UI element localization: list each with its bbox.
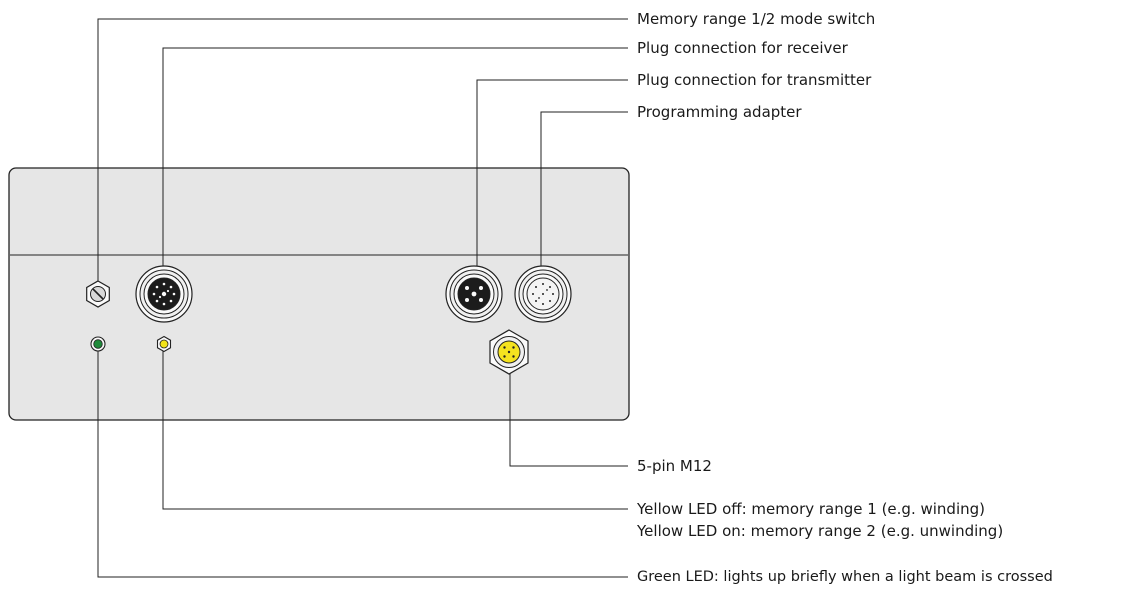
leader-line-mode-switch: [97, 18, 628, 282]
leader-line-m12: [509, 365, 628, 467]
m12-connector: [489, 329, 529, 375]
label-mode-switch: Memory range 1/2 mode switch: [637, 10, 876, 28]
yellow-led: [156, 335, 172, 353]
label-programming-adapter: Programming adapter: [637, 103, 802, 121]
leader-line-programming-adapter: [540, 111, 628, 282]
leader-line-plug-receiver: [162, 47, 628, 282]
label-m12: 5-pin M12: [637, 457, 712, 475]
label-green-led: Green LED: lights up briefly when a ligh…: [637, 569, 1053, 585]
leader-line-yellow-led: [162, 347, 628, 510]
label-plug-transmitter: Plug connection for transmitter: [637, 71, 872, 89]
programming-adapter-connector: [514, 265, 572, 323]
transmitter-plug-connector: [445, 265, 503, 323]
green-led: [90, 336, 106, 352]
leader-lines: [97, 18, 628, 578]
mode-switch: [86, 280, 110, 308]
label-yellow-led-off: Yellow LED off: memory range 1 (e.g. win…: [637, 500, 985, 518]
device-housing: [8, 167, 630, 421]
label-yellow-led-on: Yellow LED on: memory range 2 (e.g. unwi…: [637, 522, 1004, 540]
receiver-plug-connector: [135, 265, 193, 323]
leader-line-plug-transmitter: [476, 79, 628, 282]
label-plug-receiver: Plug connection for receiver: [637, 39, 848, 57]
leader-line-green-led: [97, 347, 628, 578]
